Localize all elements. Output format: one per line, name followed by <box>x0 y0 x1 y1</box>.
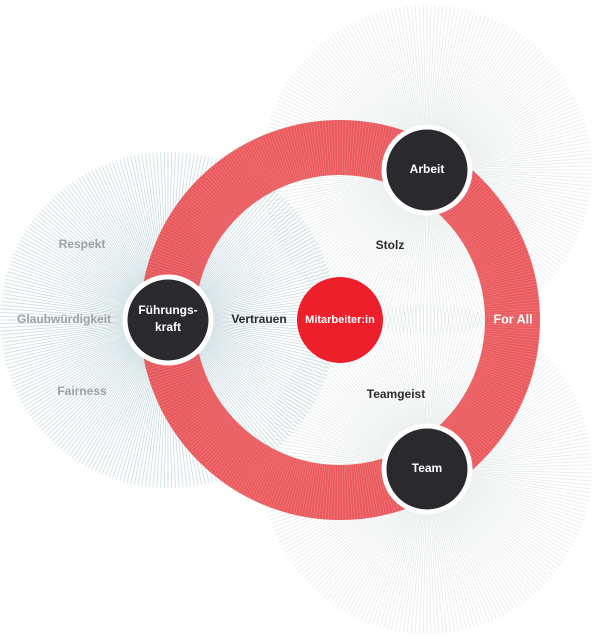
vertrauen-label: Vertrauen <box>231 312 286 326</box>
fuehrungskraft-label-line2: kraft <box>155 320 181 334</box>
respekt-label: Respekt <box>59 237 106 251</box>
fairness-label: Fairness <box>57 384 107 398</box>
stolz-label: Stolz <box>376 238 405 252</box>
team-node[interactable] <box>381 423 473 515</box>
center-circle <box>297 277 383 363</box>
arbeit-node[interactable] <box>381 124 473 216</box>
fuehrungskraft-label-line1: Führungs- <box>138 303 197 317</box>
teamgeist-label: Teamgeist <box>367 387 425 401</box>
glaubwuerdigkeit-label: Glaubwürdigkeit <box>17 312 111 326</box>
for-all-label: For All <box>493 312 532 326</box>
fuehrungskraft-node[interactable] <box>122 274 214 366</box>
center-label: Mitarbeiter:in <box>305 314 375 326</box>
arbeit-label: Arbeit <box>410 162 445 176</box>
team-label: Team <box>412 461 442 475</box>
